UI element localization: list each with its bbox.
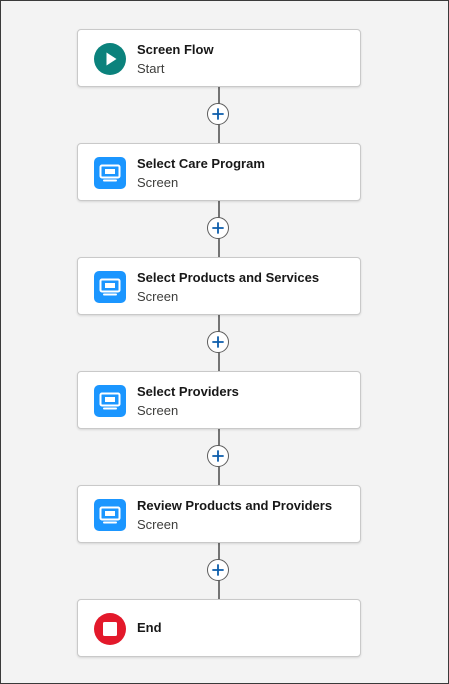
plus-icon xyxy=(212,108,224,120)
node-type-label: Screen xyxy=(137,517,179,532)
node-title: Select Providers xyxy=(137,384,239,399)
add-element-button[interactable] xyxy=(207,445,229,467)
plus-icon xyxy=(212,564,224,576)
add-element-button[interactable] xyxy=(207,559,229,581)
stop-icon xyxy=(94,613,126,645)
node-type-label: Screen xyxy=(137,175,179,190)
flow-node-screen[interactable]: Select Care Program Screen xyxy=(77,143,361,201)
plus-icon xyxy=(212,222,224,234)
node-title: Select Products and Services xyxy=(137,270,320,285)
screen-icon xyxy=(94,499,126,531)
plus-icon xyxy=(212,450,224,462)
node-title: Select Care Program xyxy=(137,156,265,171)
flow-node-screen[interactable]: Select Providers Screen xyxy=(77,371,361,429)
flow-node-end[interactable]: End xyxy=(77,599,361,657)
flow-node-screen[interactable]: Select Products and Services Screen xyxy=(77,257,361,315)
screen-icon xyxy=(94,157,126,189)
play-icon xyxy=(94,43,126,75)
node-type-label: Start xyxy=(137,61,165,76)
node-title: End xyxy=(137,620,162,635)
flow-node-screen[interactable]: Review Products and Providers Screen xyxy=(77,485,361,543)
plus-icon xyxy=(212,336,224,348)
screen-icon xyxy=(94,271,126,303)
node-title: Screen Flow xyxy=(137,42,214,57)
add-element-button[interactable] xyxy=(207,217,229,239)
screen-icon xyxy=(94,385,126,417)
node-title: Review Products and Providers xyxy=(137,498,333,513)
add-element-button[interactable] xyxy=(207,331,229,353)
flow-node-start[interactable]: Screen Flow Start xyxy=(77,29,361,87)
node-type-label: Screen xyxy=(137,403,179,418)
node-type-label: Screen xyxy=(137,289,179,304)
add-element-button[interactable] xyxy=(207,103,229,125)
